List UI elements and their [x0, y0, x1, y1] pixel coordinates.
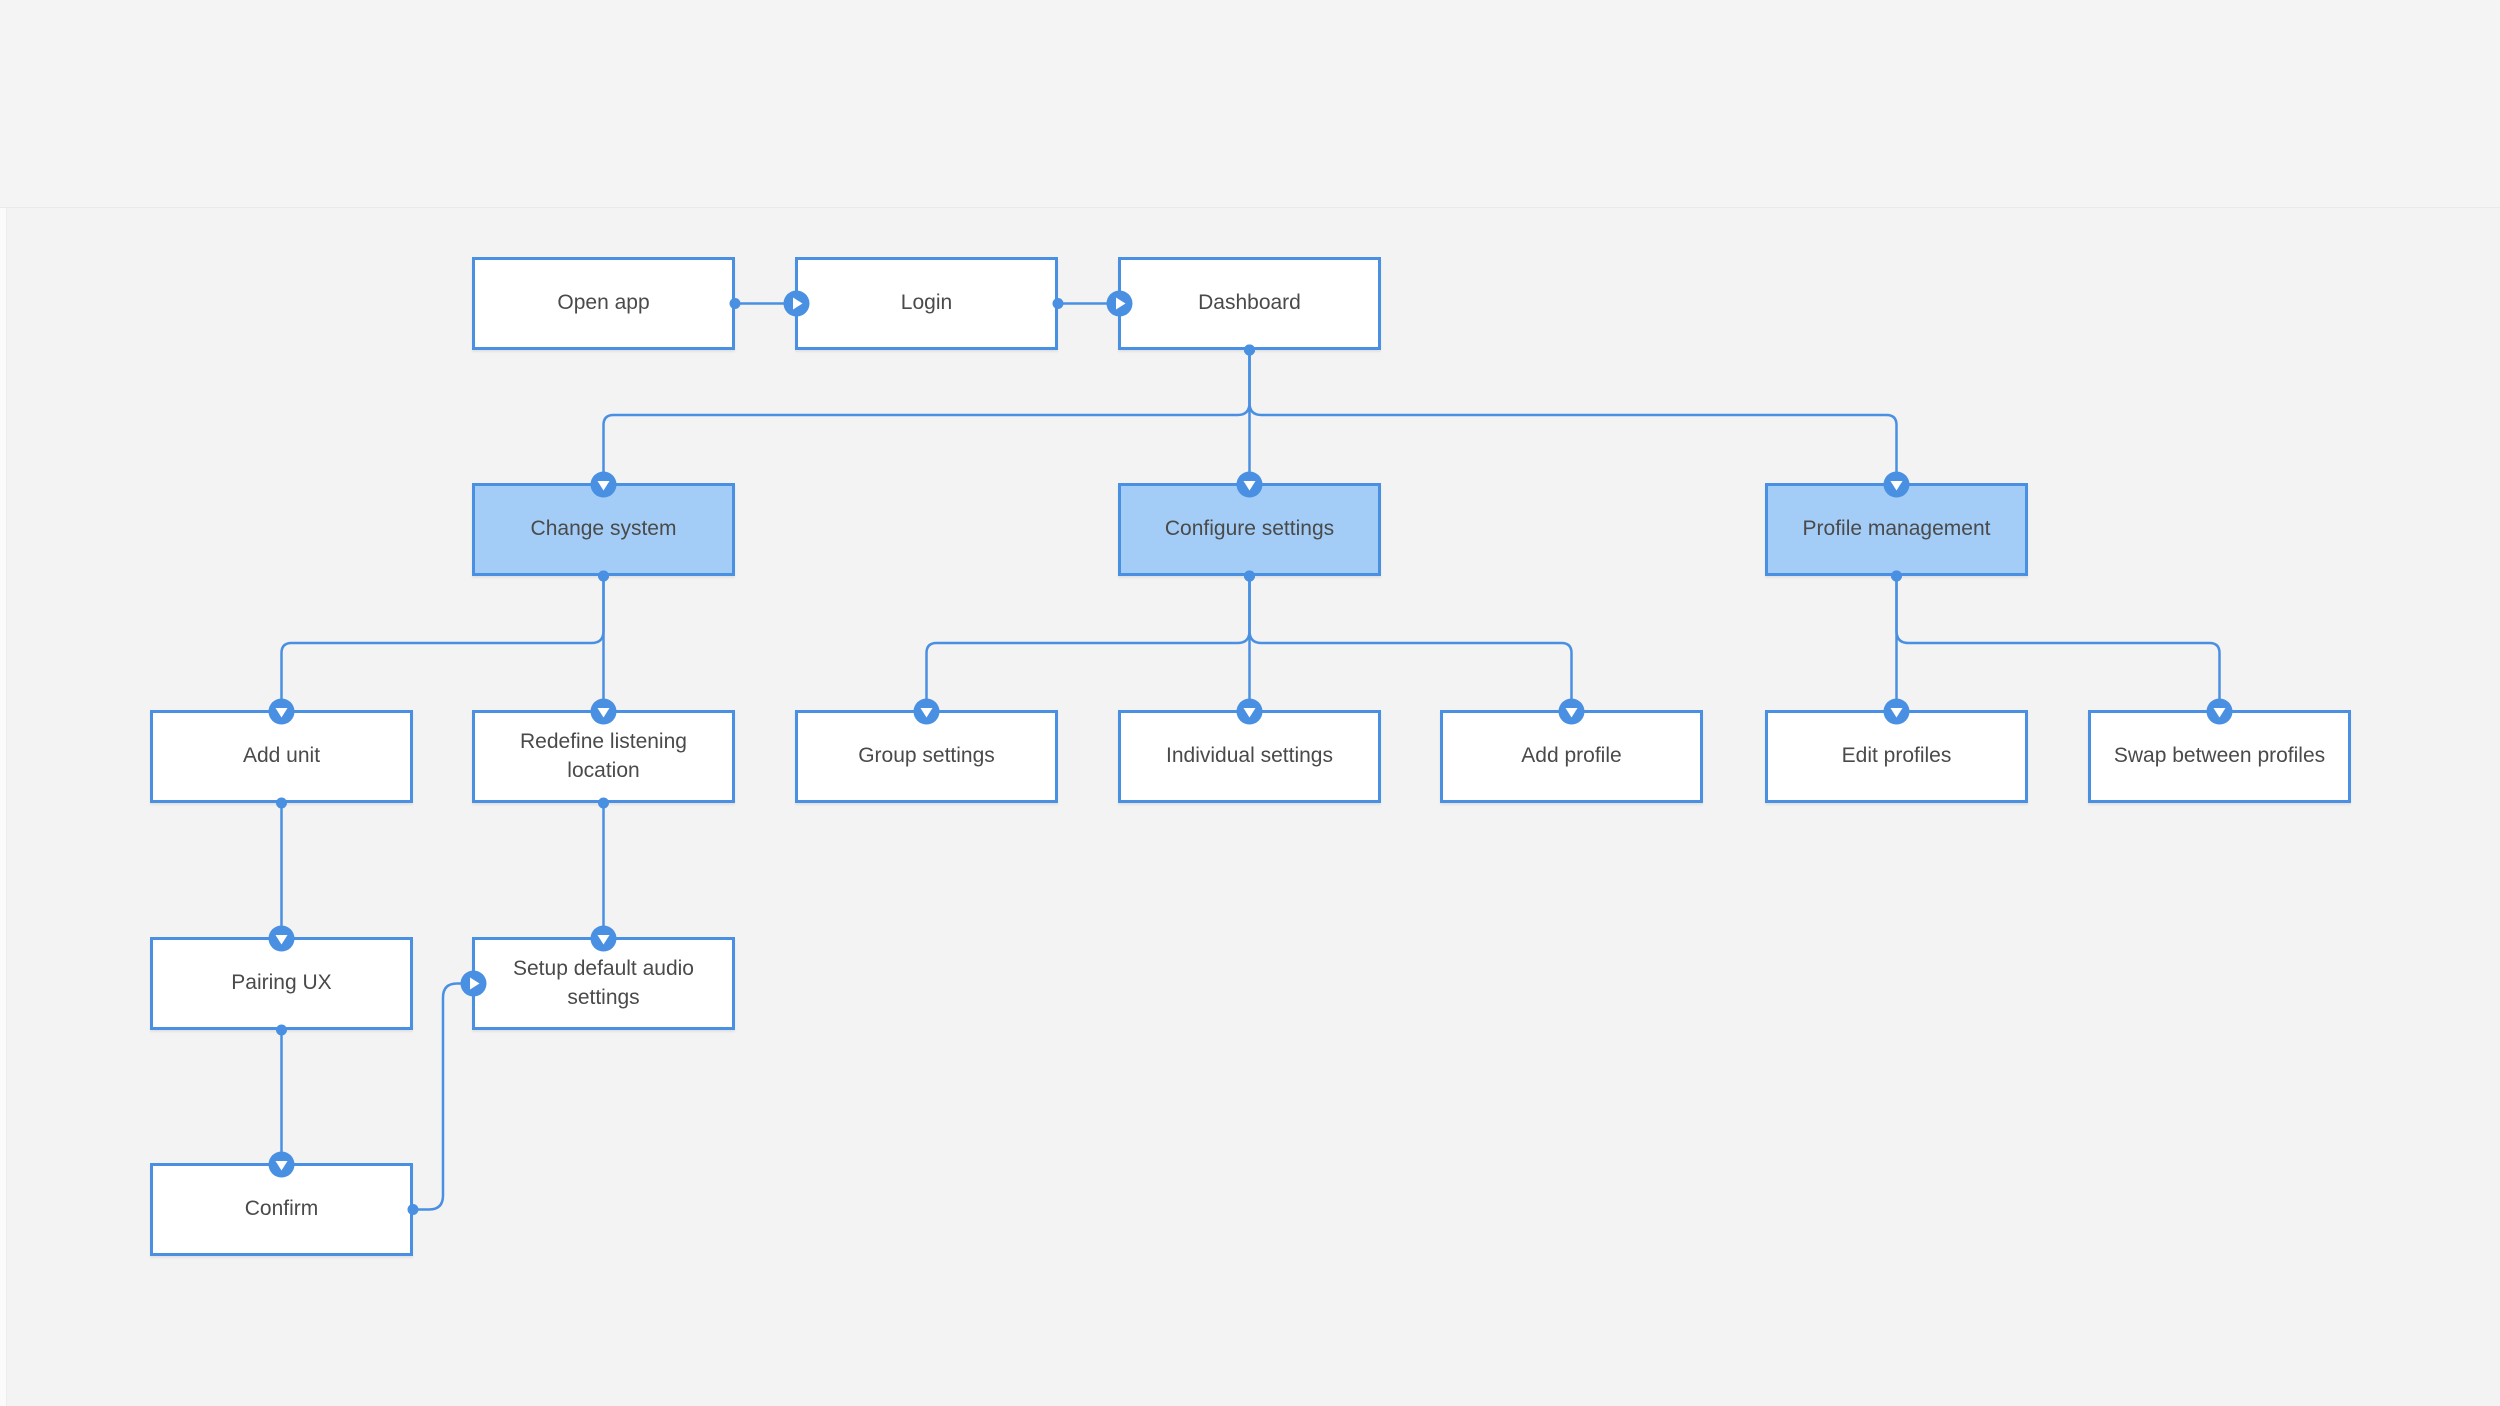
node-label: Login — [900, 291, 953, 315]
node-label: Pairing UX — [231, 971, 332, 995]
node-add-profile[interactable]: Add profile — [1440, 710, 1703, 803]
node-label: Add unit — [242, 744, 321, 768]
canvas-left-gutter — [0, 208, 7, 1406]
node-dashboard[interactable]: Dashboard — [1118, 257, 1381, 350]
canvas-top-band — [0, 0, 2500, 207]
node-label: Edit profiles — [1841, 744, 1952, 768]
node-label: Group settings — [858, 744, 995, 768]
node-configure-settings[interactable]: Configure settings — [1118, 483, 1381, 576]
node-label: Configure settings — [1164, 517, 1335, 541]
node-label: Add profile — [1521, 744, 1622, 768]
node-change-system[interactable]: Change system — [472, 483, 735, 576]
edge-dashboard-profile-management — [1248, 348, 1898, 485]
node-label: Setup default audio settings — [513, 957, 694, 1009]
node-redefine-listening[interactable]: Redefine listening location — [472, 710, 735, 803]
node-label: Redefine listening location — [520, 730, 687, 782]
node-profile-management[interactable]: Profile management — [1765, 483, 2028, 576]
node-group-settings[interactable]: Group settings — [795, 710, 1058, 803]
node-label: Dashboard — [1198, 291, 1301, 315]
node-individual-settings[interactable]: Individual settings — [1118, 710, 1381, 803]
canvas-boundary-line — [0, 207, 2500, 208]
node-add-unit[interactable]: Add unit — [150, 710, 413, 803]
node-label: Confirm — [244, 1197, 319, 1221]
node-label: Change system — [530, 517, 677, 541]
node-setup-audio[interactable]: Setup default audio settings — [472, 937, 735, 1030]
edge-dashboard-change-system — [602, 348, 1251, 485]
node-confirm[interactable]: Confirm — [150, 1163, 413, 1256]
edge-change-system-add-unit — [280, 574, 605, 712]
node-pairing-ux[interactable]: Pairing UX — [150, 937, 413, 1030]
edge-confirm-setup-audio — [411, 982, 474, 1211]
edge-configure-settings-add-profile — [1248, 574, 1573, 712]
node-label: Open app — [557, 291, 650, 315]
node-label: Swap between profiles — [2113, 744, 2326, 768]
edge-configure-settings-group-settings — [925, 574, 1251, 712]
node-login[interactable]: Login — [795, 257, 1058, 350]
node-open-app[interactable]: Open app — [472, 257, 735, 350]
node-swap-profiles[interactable]: Swap between profiles — [2088, 710, 2351, 803]
edge-profile-management-swap-profiles — [1895, 574, 2221, 712]
node-label: Individual settings — [1166, 744, 1333, 768]
node-label: Profile management — [1802, 517, 1991, 541]
node-edit-profiles[interactable]: Edit profiles — [1765, 710, 2028, 803]
